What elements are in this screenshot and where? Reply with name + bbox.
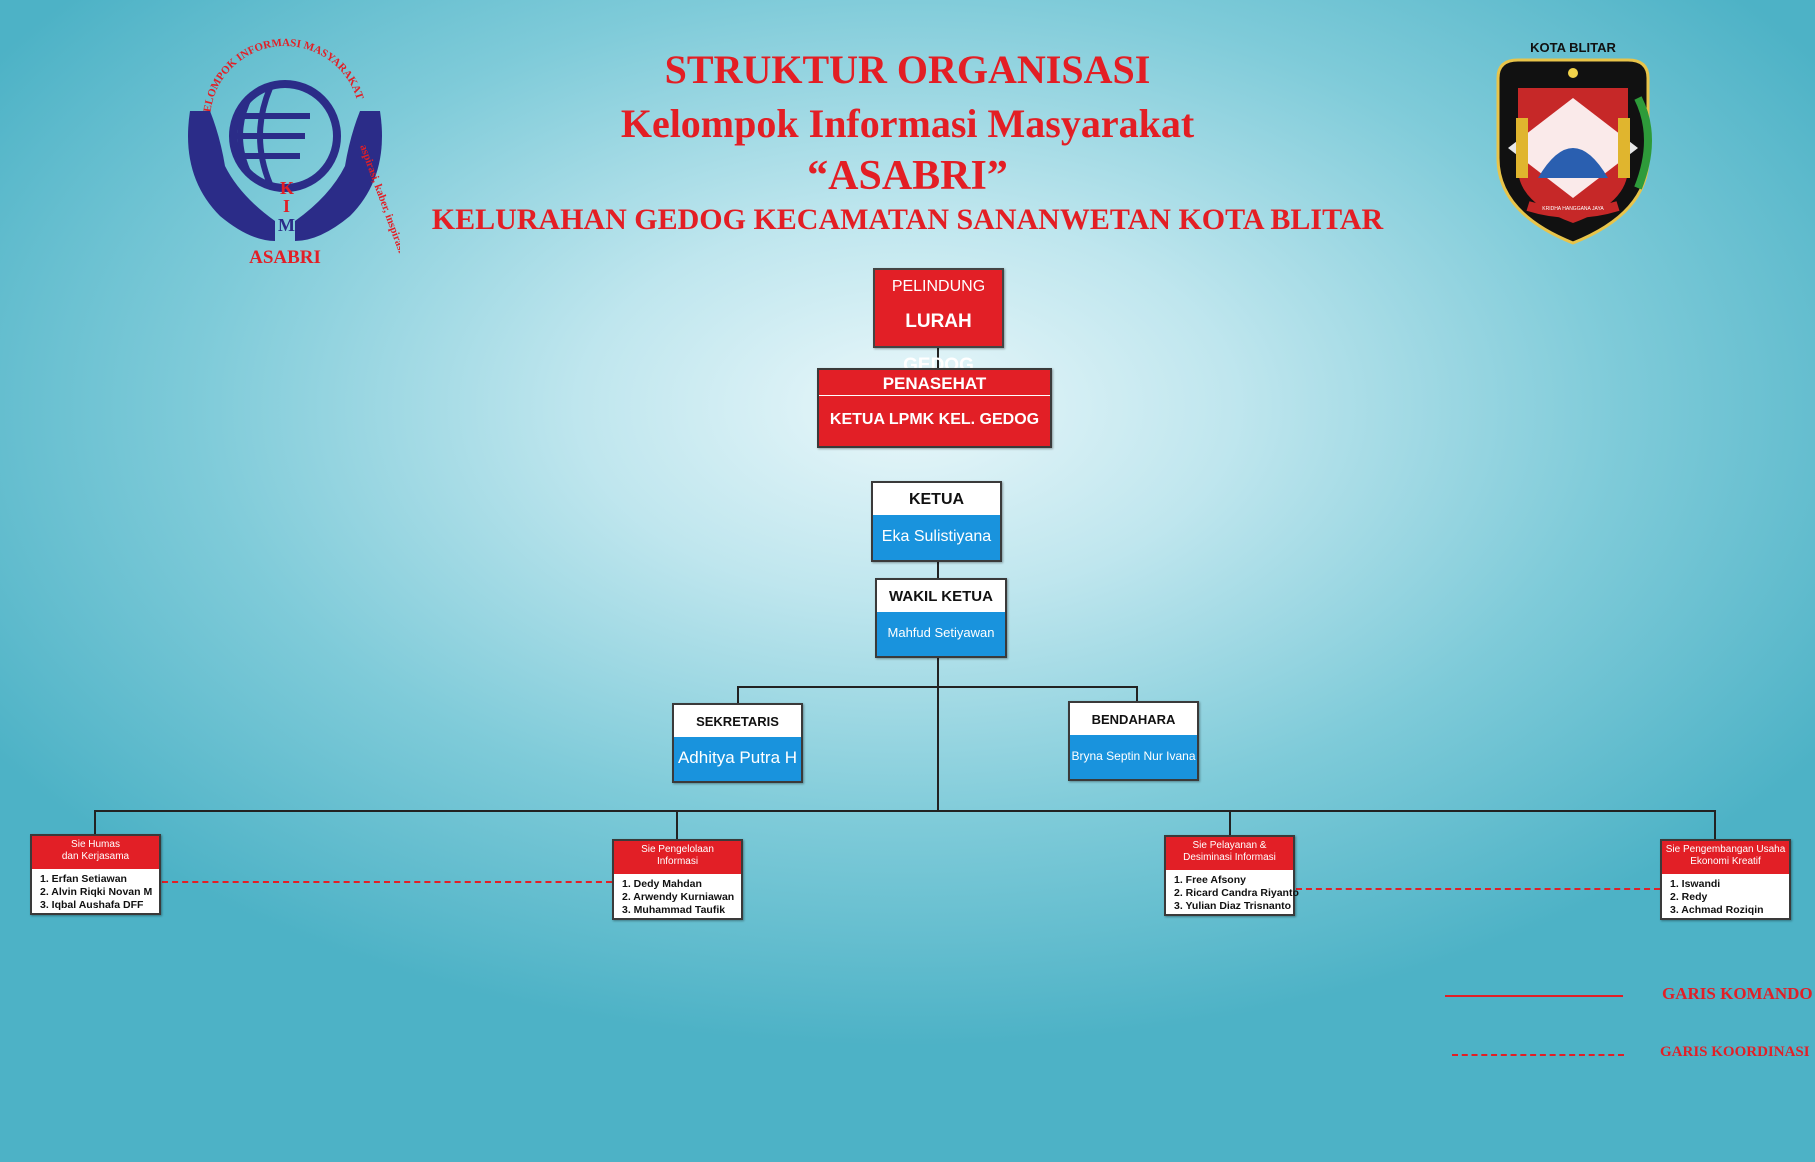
title-struktur: STRUKTUR ORGANISASI — [664, 47, 1151, 92]
sie-pengelolaan-title-1: Sie Pengelolaan — [641, 844, 714, 855]
sie-pengembangan-header: Sie Pengembangan Usaha Ekonomi Kreatif — [1662, 841, 1789, 874]
connector-sie-2 — [676, 810, 678, 840]
penasehat-title: PENASEHAT — [819, 370, 1050, 396]
bendahara-title: BENDAHARA — [1070, 703, 1197, 735]
sie-pengembangan-members: 1. Iswandi 2. Redy 3. Achmad Roziqin — [1662, 874, 1789, 920]
title-asabri: “ASABRI” — [807, 153, 1008, 199]
connector-sie-4 — [1714, 810, 1716, 840]
sie-pelayanan-title-2: Desiminasi Informasi — [1183, 852, 1276, 863]
kim-letter-k: K — [280, 178, 294, 198]
box-pelindung: PELINDUNG LURAH GEDOG — [873, 268, 1004, 376]
sie-pelayanan-members: 1. Free Afsony 2. Ricard Candra Riyanto … — [1166, 870, 1299, 916]
kim-arc-text: KELOMPOK INFORMASI MASYARAKAT — [201, 37, 366, 121]
sekretaris-title: SEKRETARIS — [674, 705, 801, 737]
pelindung-title: PELINDUNG — [875, 270, 1002, 300]
svg-text:KELOMPOK INFORMASI MASYARAKAT: KELOMPOK INFORMASI MASYARAKAT — [201, 37, 366, 121]
coordination-line-2 — [1296, 888, 1660, 890]
box-sie-pelayanan: Sie Pelayanan & Desiminasi Informasi 1. … — [1164, 835, 1299, 916]
title-kelompok: Kelompok Informasi Masyarakat — [620, 101, 1195, 146]
penasehat-name: KETUA LPMK KEL. GEDOG — [819, 396, 1050, 446]
connector-sie-trunk — [937, 687, 939, 811]
list-item: 1. Dedy Mahdan — [622, 878, 702, 890]
connector-wakil-down — [937, 657, 939, 687]
box-penasehat: PENASEHAT KETUA LPMK KEL. GEDOG — [817, 368, 1052, 448]
ketua-name: Eka Sulistiyana — [873, 515, 1000, 560]
legend-koordinasi-line — [1452, 1054, 1624, 1056]
kim-letter-m: M — [278, 215, 295, 235]
sie-pengelolaan-members: 1. Dedy Mahdan 2. Arwendy Kurniawan 3. M… — [614, 874, 741, 920]
box-ketua: KETUA Eka Sulistiyana — [871, 481, 1002, 562]
coordination-line-1 — [162, 881, 612, 883]
sie-pengelolaan-title-2: Informasi — [656, 856, 699, 867]
list-item: 3. Muhammad Taufik — [622, 904, 726, 916]
list-item: 2. Redy — [1670, 891, 1708, 903]
list-item: 1. Iswandi — [1670, 878, 1721, 890]
sie-humas-title-2: dan Kerjasama — [61, 851, 130, 862]
kim-hands-globe-icon: KELOMPOK INFORMASI MASYARAKAT aspirasi, … — [188, 37, 408, 268]
list-item: 2. Alvin Riqki Novan M — [40, 886, 153, 898]
list-item: 3. Yulian Diaz Trisnanto — [1174, 900, 1292, 912]
wakil-ketua-title: WAKIL KETUA — [877, 580, 1005, 612]
emblem-motto: KRIDHA HANGGANA JAYA — [1542, 206, 1604, 212]
connector-sie-horizontal — [94, 810, 1715, 812]
connector-sekretaris — [737, 686, 739, 705]
box-wakil-ketua: WAKIL KETUA Mahfud Setiyawan — [875, 578, 1007, 658]
emblem-caption: KOTA BLITAR — [1530, 40, 1616, 55]
list-item: 3. Achmad Roziqin — [1670, 904, 1764, 916]
sie-pengembangan-title-2: Ekonomi Kreatif — [1690, 856, 1761, 867]
connector-sie-1 — [94, 810, 96, 835]
connector-ketua-wakil — [937, 561, 939, 579]
city-shield-icon: KOTA BLITAR KRIDHA HANGGANA JAYA — [1496, 40, 1652, 245]
legend-koordinasi-label: GARIS KOORDINASI — [1660, 1044, 1810, 1060]
sie-pengembangan-title-1: Sie Pengembangan Usaha — [1665, 844, 1786, 855]
box-sekretaris: SEKRETARIS Adhitya Putra H — [672, 703, 803, 783]
bendahara-name: Bryna Septin Nur Ivana — [1070, 735, 1197, 779]
legend-komando-line — [1445, 995, 1623, 997]
list-item: 2. Arwendy Kurniawan — [622, 891, 735, 903]
sie-humas-title-1: Sie Humas — [71, 839, 120, 850]
list-item: 1. Erfan Setiawan — [40, 873, 127, 885]
wakil-ketua-name: Mahfud Setiyawan — [877, 612, 1005, 656]
title-kelurahan: KELURAHAN GEDOG KECAMATAN SANANWETAN KOT… — [431, 203, 1384, 236]
kota-blitar-emblem: KOTA BLITAR KRIDHA HANGGANA JAYA — [1488, 38, 1658, 248]
list-item: 3. Iqbal Aushafa DFF — [40, 899, 144, 911]
sie-humas-members: 1. Erfan Setiawan 2. Alvin Riqki Novan M… — [32, 869, 159, 915]
pelindung-name: LURAH GEDOG — [875, 300, 1002, 376]
sie-humas-header: Sie Humas dan Kerjasama — [32, 836, 159, 869]
connector-bendahara — [1136, 686, 1138, 703]
kim-letter-i: I — [283, 196, 290, 216]
list-item: 1. Free Afsony — [1174, 874, 1246, 886]
ketua-title: KETUA — [873, 483, 1000, 515]
sie-pelayanan-header: Sie Pelayanan & Desiminasi Informasi — [1166, 837, 1293, 870]
legend-komando-label: GARIS KOMANDO — [1662, 984, 1813, 1003]
box-bendahara: BENDAHARA Bryna Septin Nur Ivana — [1068, 701, 1199, 781]
box-sie-pengelolaan: Sie Pengelolaan Informasi 1. Dedy Mahdan… — [612, 839, 743, 920]
sekretaris-name: Adhitya Putra H — [674, 737, 801, 781]
box-sie-humas: Sie Humas dan Kerjasama 1. Erfan Setiawa… — [30, 834, 161, 915]
box-sie-pengembangan: Sie Pengembangan Usaha Ekonomi Kreatif 1… — [1660, 839, 1791, 920]
sie-pelayanan-title-1: Sie Pelayanan & — [1192, 840, 1267, 851]
sie-pengelolaan-header: Sie Pengelolaan Informasi — [614, 841, 741, 874]
kim-logo: KELOMPOK INFORMASI MASYARAKAT aspirasi, … — [170, 26, 408, 276]
connector-sie-3 — [1229, 810, 1231, 836]
connector-pelindung-penasehat — [937, 347, 939, 369]
list-item: 2. Ricard Candra Riyanto — [1174, 887, 1299, 899]
kim-name: ASABRI — [249, 247, 321, 268]
